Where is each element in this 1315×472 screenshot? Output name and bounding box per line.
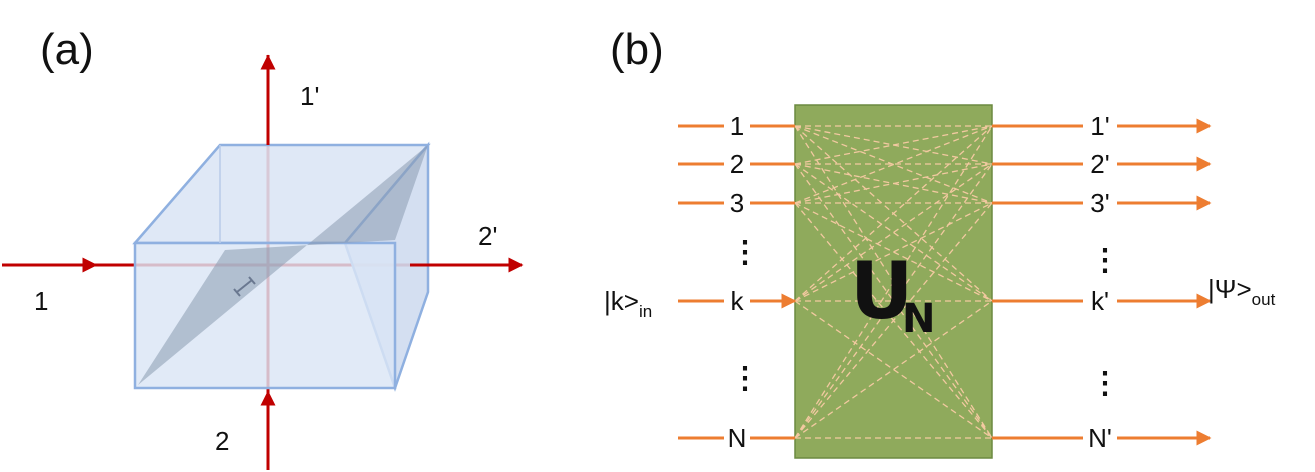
port-label-2: 2 (215, 426, 229, 456)
output-label-bg (1083, 149, 1117, 179)
input-label-bg (724, 286, 750, 316)
unitary-symbol: U (850, 247, 913, 337)
panel-a-label: (a) (40, 25, 94, 74)
output-label-bg (1083, 286, 1117, 316)
input-ellipsis-upper: ⋮ (730, 236, 760, 269)
output-label: N' (1088, 423, 1112, 453)
mesh-line (794, 202, 993, 439)
input-label-bg (724, 188, 750, 218)
input-label-bg (724, 111, 750, 141)
output-label: 1' (1090, 111, 1109, 141)
port-label-1: 1 (34, 286, 48, 316)
output-ellipsis-lower: ⋮ (1090, 367, 1120, 400)
mesh-line (794, 125, 993, 439)
input-label: N (728, 423, 747, 453)
mesh-line (794, 163, 993, 204)
panel-a: (a) 1 2 1' 2' (2, 25, 524, 470)
input-state-label: |k>in (604, 286, 652, 321)
beam-splitter-cube (132, 141, 431, 392)
output-label: 2' (1090, 149, 1109, 179)
mesh-line (794, 125, 993, 302)
port-label-1-prime: 1' (300, 81, 319, 111)
mesh-line (794, 202, 993, 302)
mesh-line (794, 163, 993, 439)
diagonal-splitting-plane (138, 145, 428, 385)
output-label: k' (1091, 286, 1109, 316)
output-label: 3' (1090, 188, 1109, 218)
output-label-bg (1083, 111, 1117, 141)
interferometer-mesh (794, 125, 993, 439)
input-ellipsis-lower: ⋮ (730, 362, 760, 395)
output-ellipsis-upper: ⋮ (1090, 244, 1120, 277)
input-label-bg (724, 423, 750, 453)
mesh-line (794, 125, 993, 165)
input-label: 1 (730, 111, 744, 141)
output-label-bg (1083, 423, 1117, 453)
input-label: 2 (730, 149, 744, 179)
unitary-subscript: N (902, 296, 935, 342)
output-label-bg (1083, 188, 1117, 218)
panel-b-label: (b) (610, 25, 664, 74)
input-label: 3 (730, 188, 744, 218)
port-label-2-prime: 2' (478, 221, 497, 251)
input-label-bg (724, 149, 750, 179)
mesh-line (794, 125, 993, 204)
mesh-line (794, 163, 993, 439)
output-state-label: |Ψ>out (1208, 274, 1276, 309)
cube-surface-mark (233, 276, 256, 297)
input-label: k (731, 286, 745, 316)
